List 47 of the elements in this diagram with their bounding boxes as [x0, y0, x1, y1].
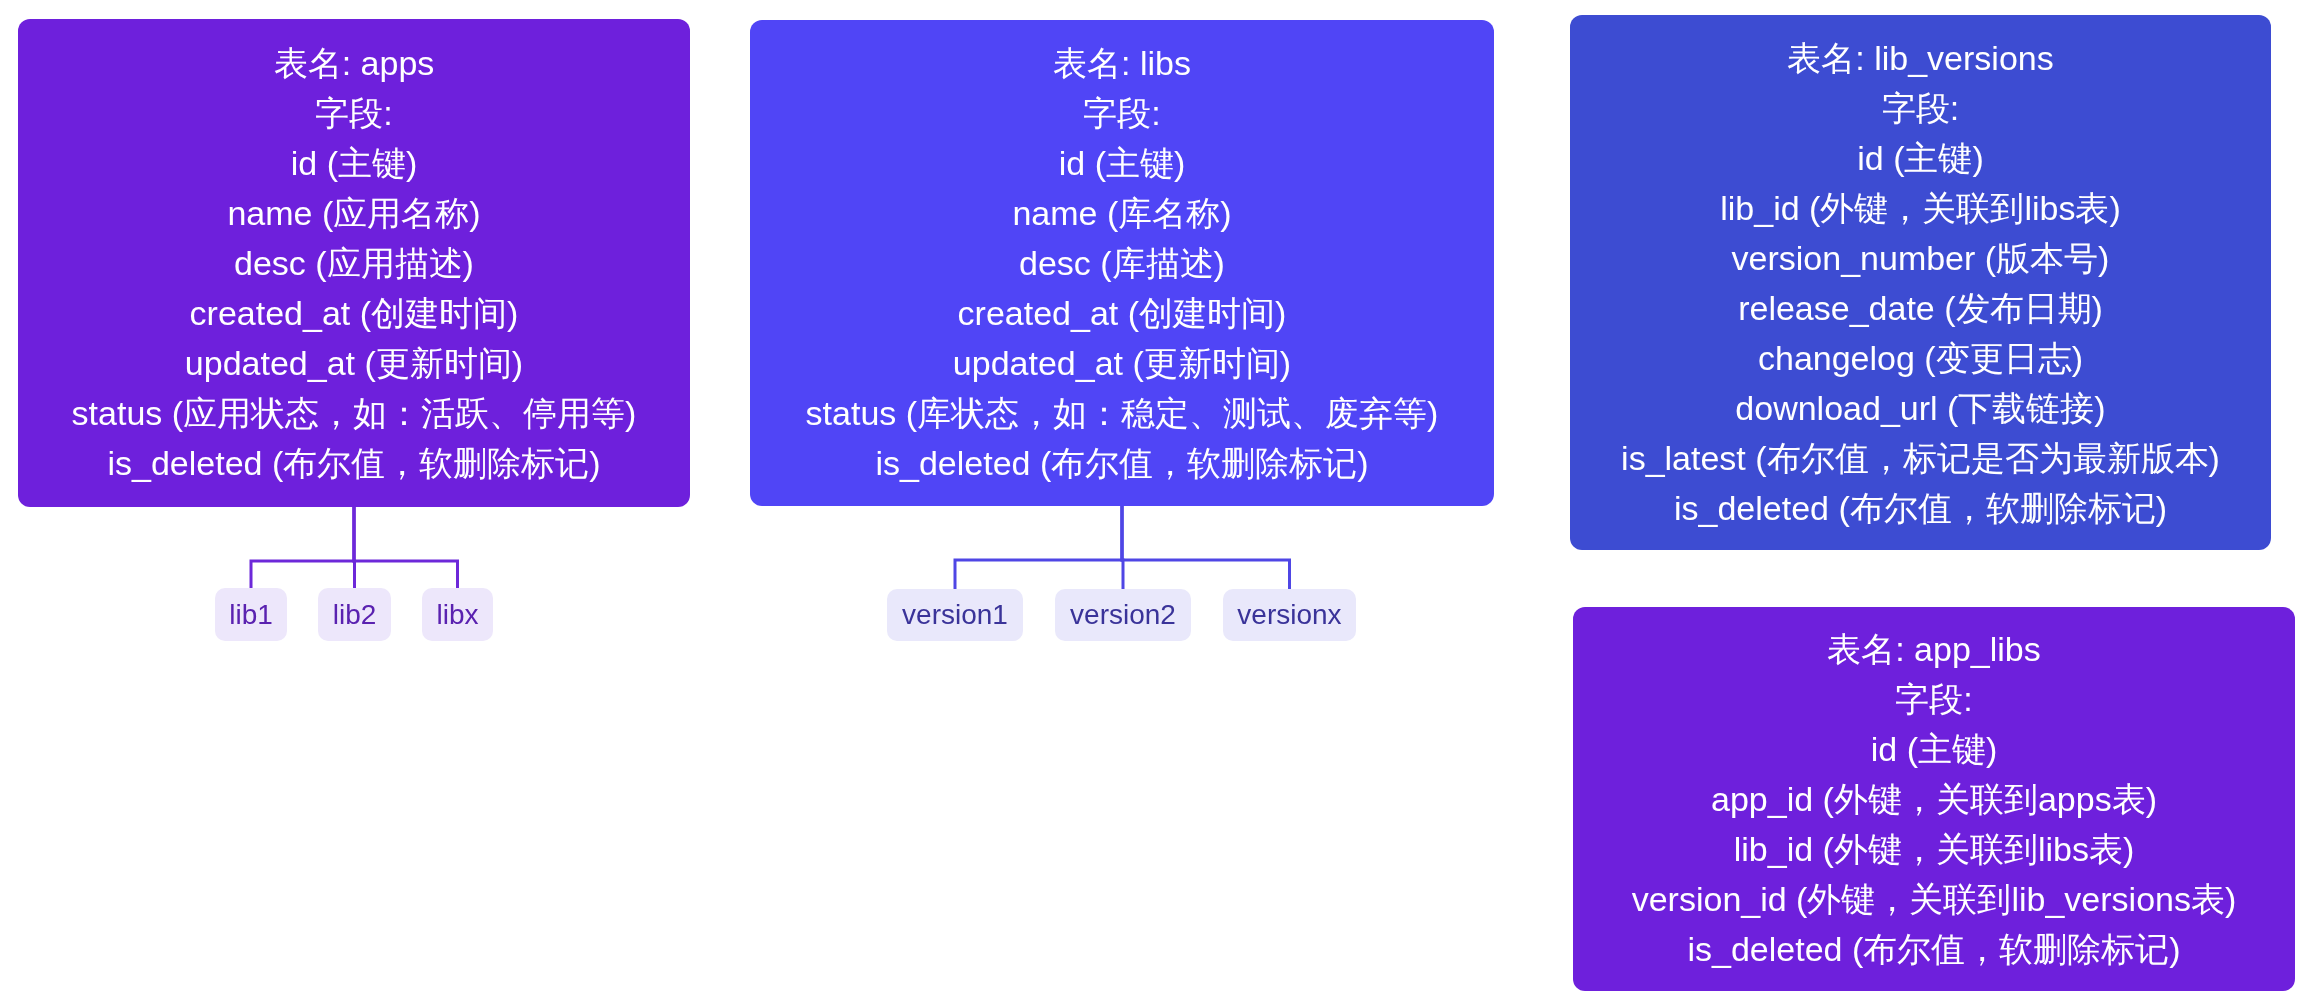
- table-name: 表名: apps: [273, 43, 435, 84]
- field-entry: version_id (外键，关联到lib_versions表): [1631, 879, 2237, 920]
- table-name: 表名: libs: [1053, 43, 1191, 84]
- connector-line: [352, 507, 459, 588]
- fields-heading: 字段:: [1083, 93, 1161, 134]
- field-entry: created_at (创建时间): [189, 293, 519, 334]
- field-entry: id (主键): [1870, 729, 1998, 770]
- item-chip: versionx: [1223, 589, 1356, 641]
- field-entry: desc (库描述): [1019, 243, 1225, 284]
- table-card: [18, 19, 690, 507]
- field-entry: app_id (外键，关联到apps表): [1711, 779, 2157, 820]
- item-chip: lib1: [215, 588, 287, 641]
- table-name: 表名: app_libs: [1827, 629, 2041, 670]
- field-entry: desc (应用描述): [234, 243, 474, 284]
- field-entry: lib_id (外键，关联到libs表): [1733, 829, 2135, 870]
- field-entry: id (主键): [1857, 137, 1984, 179]
- field-entry: is_deleted (布尔值，软删除标记): [107, 443, 601, 484]
- fields-heading: 字段:: [1881, 87, 1960, 129]
- fields-heading: 字段:: [315, 93, 393, 134]
- field-entry: id (主键): [1058, 143, 1186, 184]
- table-card: [750, 20, 1494, 506]
- field-entry: name (库名称): [1012, 193, 1232, 234]
- item-chip: version1: [887, 589, 1023, 641]
- item-chip: version2: [1055, 589, 1191, 641]
- field-entry: changelog (变更日志): [1758, 337, 2083, 379]
- field-entry: status (应用状态，如：活跃、停用等): [71, 393, 637, 434]
- field-entry: version_number (版本号): [1731, 237, 2110, 279]
- field-entry: is_deleted (布尔值，软删除标记): [1673, 487, 2168, 529]
- field-entry: lib_id (外键，关联到libs表): [1720, 187, 2121, 229]
- fields-heading: 字段:: [1895, 679, 1973, 720]
- field-entry: download_url (下载链接): [1735, 387, 2106, 429]
- field-entry: release_date (发布日期): [1738, 287, 2103, 329]
- field-entry: updated_at (更新时间): [184, 343, 524, 384]
- item-chip: lib2: [318, 588, 391, 641]
- table-card: [1573, 607, 2295, 991]
- connector-line: [1120, 506, 1291, 589]
- item-chip: libx: [422, 588, 493, 641]
- field-entry: name (应用名称): [227, 193, 481, 234]
- field-entry: created_at (创建时间): [957, 293, 1287, 334]
- field-entry: is_deleted (布尔值，软删除标记): [875, 443, 1369, 484]
- field-entry: is_latest (布尔值，标记是否为最新版本): [1621, 437, 2220, 479]
- field-entry: updated_at (更新时间): [952, 343, 1292, 384]
- field-entry: id (主键): [290, 143, 418, 184]
- field-entry: is_deleted (布尔值，软删除标记): [1687, 929, 2181, 970]
- field-entry: status (库状态，如：稳定、测试、废弃等): [805, 393, 1439, 434]
- table-name: 表名: lib_versions: [1787, 37, 2054, 79]
- table-card: [1570, 15, 2271, 550]
